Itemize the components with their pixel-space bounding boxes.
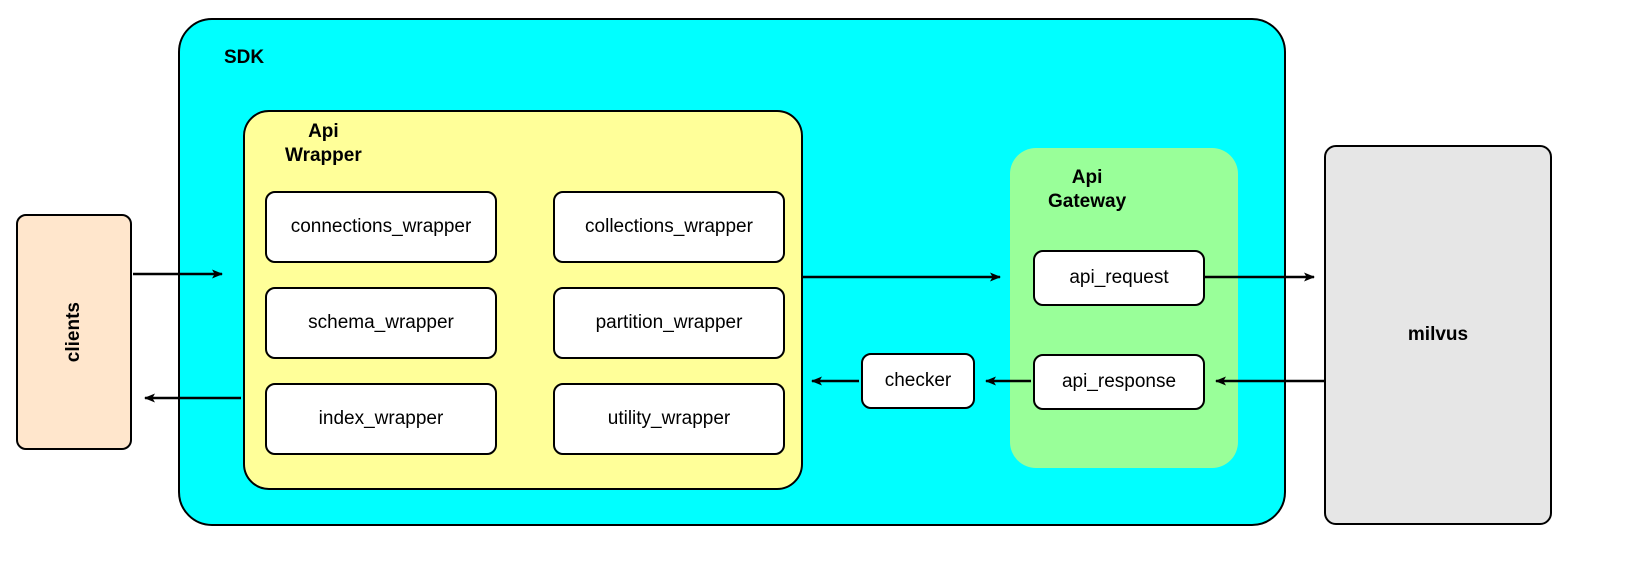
node-connections-wrapper[interactable]: connections_wrapper: [265, 191, 497, 263]
node-label: utility_wrapper: [607, 408, 731, 429]
api-wrapper-label: Api Wrapper: [285, 121, 362, 166]
node-label: checker: [884, 370, 952, 391]
node-label: connections_wrapper: [290, 216, 472, 237]
node-clients[interactable]: clients: [16, 214, 132, 450]
node-label: milvus: [1407, 324, 1469, 345]
node-collections-wrapper[interactable]: collections_wrapper: [553, 191, 785, 263]
api-gateway-label: Api Gateway: [1048, 167, 1127, 212]
node-label: api_request: [1069, 267, 1169, 288]
node-api-request[interactable]: api_request: [1033, 250, 1205, 306]
node-label: partition_wrapper: [595, 312, 743, 333]
api-gateway-container: Api Gateway: [1010, 148, 1238, 468]
node-partition-wrapper[interactable]: partition_wrapper: [553, 287, 785, 359]
node-label: collections_wrapper: [585, 216, 753, 237]
node-schema-wrapper[interactable]: schema_wrapper: [265, 287, 497, 359]
node-label: api_response: [1061, 371, 1177, 392]
node-api-response[interactable]: api_response: [1033, 354, 1205, 410]
node-index-wrapper[interactable]: index_wrapper: [265, 383, 497, 455]
node-label: index_wrapper: [318, 408, 444, 429]
node-label: schema_wrapper: [308, 312, 454, 333]
node-checker[interactable]: checker: [861, 353, 975, 409]
node-milvus[interactable]: milvus: [1324, 145, 1552, 525]
sdk-label: SDK: [224, 47, 265, 68]
node-utility-wrapper[interactable]: utility_wrapper: [553, 383, 785, 455]
